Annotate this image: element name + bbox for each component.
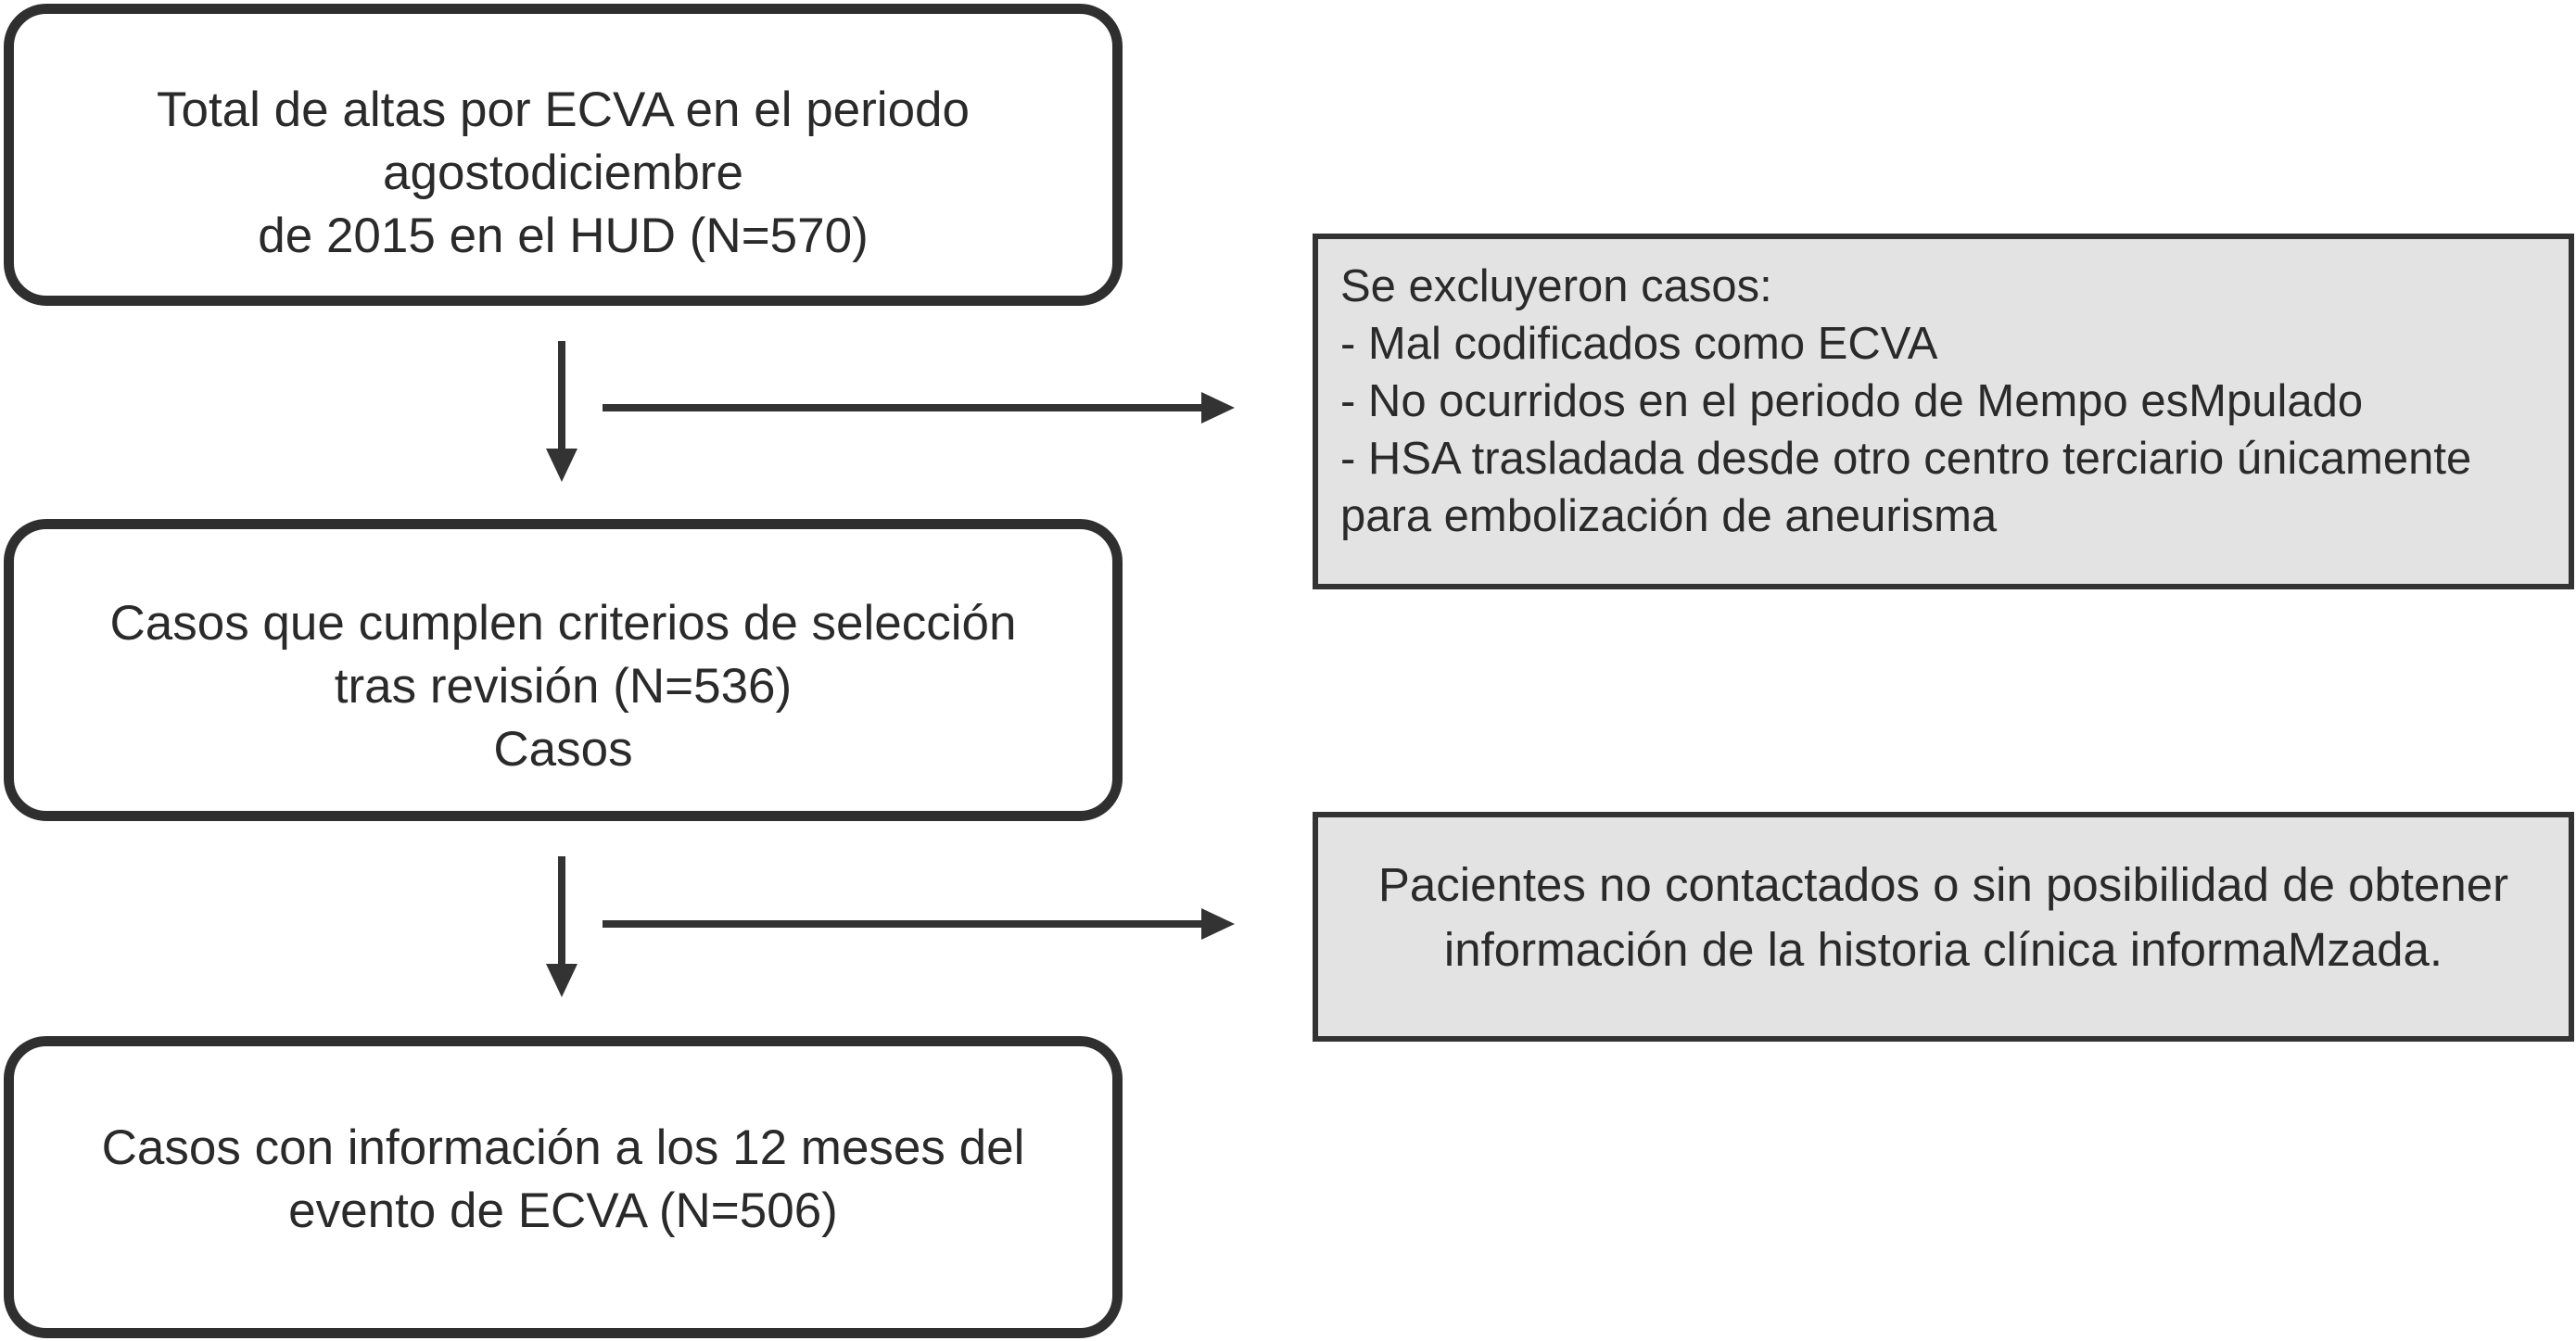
total-line-2: agostodiciembre [383,145,743,200]
box-excluded-cases: Se excluyeron casos: - Mal codificados c… [1313,234,2574,589]
box-criteria-text: Casos que cumplen criterios de selección… [14,592,1112,781]
arrow-down-1 [546,341,577,482]
box-excluded-text: Se excluyeron casos: - Mal codificados c… [1340,258,2471,545]
nocontact-line-1: Pacientes no contactados o sin posibilid… [1377,858,2509,911]
criteria-line-2: tras revisión (N=536) [334,659,793,714]
box-info-text: Casos con información a los 12 meses del… [14,1117,1112,1243]
box-total-text: Total de altas por ECVA en el periodo ag… [14,79,1112,268]
excluded-item-3: - HSA trasladada desde otro centro terci… [1340,434,2472,484]
arrow-right-1 [603,392,1235,424]
criteria-line-1: Casos que cumplen criterios de selección [109,596,1017,651]
total-line-1: Total de altas por ECVA en el periodo [156,82,970,137]
box-12-month-info: Casos con información a los 12 meses del… [4,1036,1123,1338]
excluded-item-3-cont: para embolización de aneurisma [1340,491,1998,541]
info-line-1: Casos con información a los 12 meses del [101,1120,1025,1175]
excluded-heading: Se excluyeron casos: [1340,261,1772,311]
info-line-2: evento de ECVA (N=506) [288,1183,838,1238]
total-line-3: de 2015 en el HUD (N=570) [258,209,869,263]
criteria-line-3: Casos [493,722,633,777]
box-not-contacted: Pacientes no contactados o sin posibilid… [1313,812,2574,1042]
arrow-right-2 [603,908,1235,940]
excluded-item-2: - No ocurridos en el periodo de Mempo es… [1340,376,2364,426]
box-nocontact-text: Pacientes no contactados o sin posibilid… [1318,853,2569,982]
arrow-down-2 [546,856,577,997]
box-total-discharges: Total de altas por ECVA en el periodo ag… [4,4,1123,306]
nocontact-line-2: información de la historia clínica infor… [1443,923,2443,976]
box-selection-criteria: Casos que cumplen criterios de selección… [4,519,1123,821]
excluded-item-1: - Mal codificados como ECVA [1340,319,1938,369]
